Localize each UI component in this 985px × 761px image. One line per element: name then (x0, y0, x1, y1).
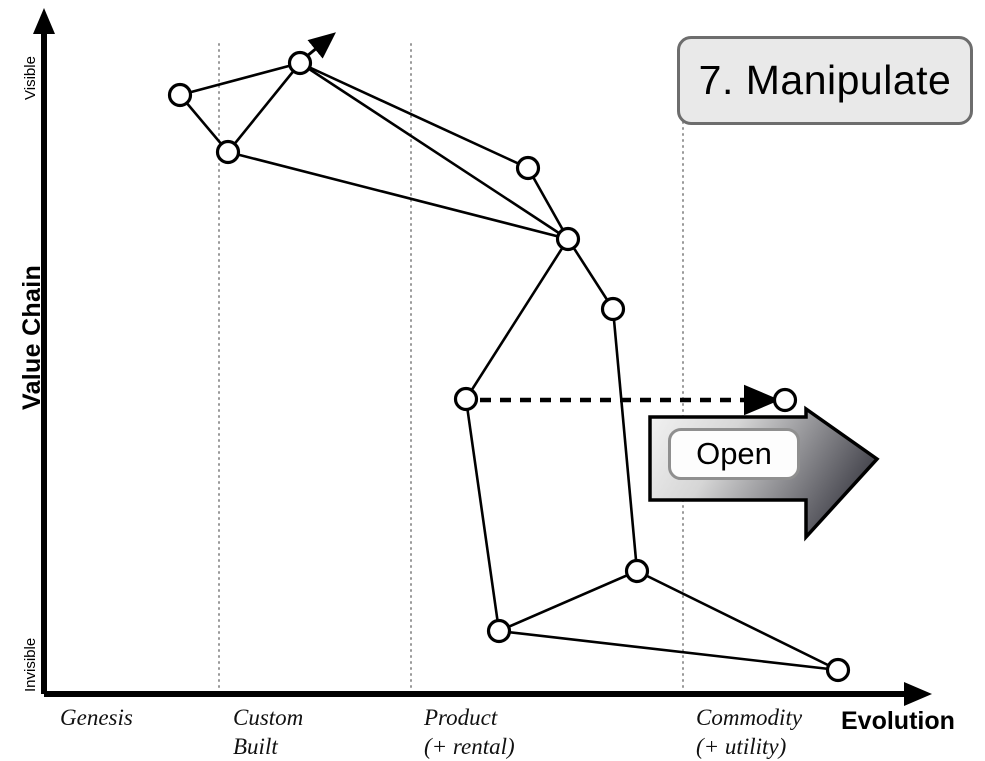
slide-title-box: 7. Manipulate (677, 36, 973, 125)
node-h (624, 558, 650, 584)
edge-h-i (498, 569, 638, 633)
evolution-arrow-c (306, 32, 336, 59)
edge-b-e (227, 150, 569, 241)
edge-a-c (179, 61, 301, 97)
y-axis-top-label: Visible (22, 56, 39, 100)
y-axis-title: Value Chain (18, 264, 46, 410)
node-f (600, 296, 626, 322)
edge-d-e (526, 167, 570, 240)
stage-label-custom-built: Custom Built (233, 705, 304, 759)
node-b (215, 139, 241, 165)
edge-c-d (299, 61, 529, 170)
stage-label-genesis: Genesis (60, 705, 133, 730)
open-label-text: Open (696, 436, 772, 471)
node-d (515, 155, 541, 181)
axis-lines (33, 8, 932, 706)
edge-b-c (226, 62, 302, 153)
node-j (825, 657, 851, 683)
open-label-box: Open (668, 428, 800, 480)
edge-e-f (566, 238, 615, 310)
node-c (287, 50, 313, 76)
edge-h-j (636, 569, 839, 672)
node-k-target (772, 387, 798, 413)
slide-title-text: 7. Manipulate (698, 57, 952, 103)
edge-g-i (464, 398, 501, 632)
edge-i-j (498, 629, 839, 672)
stage-gridlines (218, 43, 684, 695)
x-axis-arrowhead (904, 682, 932, 706)
node-g (453, 386, 479, 412)
edge-f-h (611, 308, 639, 572)
y-axis-arrowhead (33, 8, 55, 34)
map-nodes (167, 50, 851, 683)
edge-c-e (299, 61, 569, 241)
edge-e-g (464, 238, 570, 400)
stage-label-product: Product (+ rental) (424, 705, 515, 759)
x-axis-title: Evolution (841, 707, 955, 735)
node-a (167, 82, 193, 108)
value-chain-edges (179, 61, 839, 672)
edge-a-b (179, 94, 229, 153)
open-annotation: Open (645, 404, 885, 544)
y-axis-bottom-label: Invisible (22, 637, 39, 692)
node-i (486, 618, 512, 644)
stage-label-commodity: Commodity (+ utility) (696, 705, 803, 759)
node-e (555, 226, 581, 252)
